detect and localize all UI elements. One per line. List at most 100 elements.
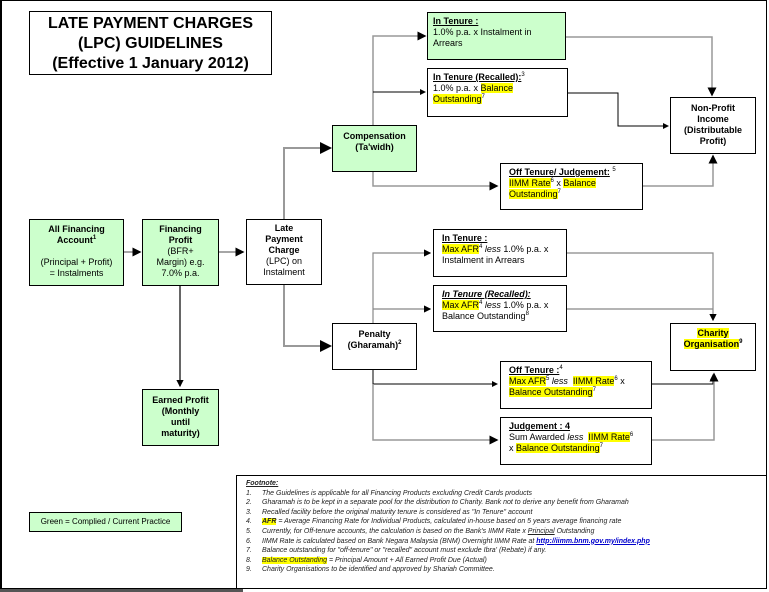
footnote-item: 8.Balance Outstanding = Principal Amount… [246,556,767,566]
footnote-item: 6. IIMM Rate is calculated based on Bank … [246,537,767,547]
iimm-link[interactable]: http://iimm.bnm.gov.my/index.php [536,537,650,545]
footnote-text: Currently, for Off-tenure accounts, the … [262,527,528,535]
node-heading: Judgement : 4 [509,421,571,431]
node-text: Compensation [343,131,406,141]
node-comp-off-tenure-judgement: Off Tenure/ Judgement: 5 IIMM Rate6 x Ba… [500,163,643,210]
node-text: Profit) [699,136,727,146]
footnote-number: 6. [246,537,252,545]
node-pen-in-tenure: In Tenure : Max AFR4 less 1.0% p.a. x In… [433,229,567,277]
node-compensation: Compensation (Ta'widh) [332,125,417,172]
node-text: Organisation [683,339,740,349]
footnote-ref: 1 [92,235,97,241]
title-line-2: (LPC) GUIDELINES [78,35,223,52]
node-heading: In Tenure (Recalled): [442,289,531,299]
footnote-item: 3. Recalled facility before the original … [246,508,767,518]
node-body: Sum Awarded [509,432,568,442]
footnote-item: 4. AFR = Average Financing Rate for Indiv… [246,517,767,527]
node-heading: In Tenure (Recalled): [433,72,522,82]
node-text: Income [697,114,729,124]
node-comp-in-tenure-recalled: In Tenure (Recalled):3 1.0% p.a. x Balan… [427,68,568,117]
node-late-payment-charge: Late Payment Charge (LPC) on Instalment [246,219,322,285]
node-text: (Ta'widh) [355,142,394,152]
node-body: less [567,432,584,442]
node-body: 1.0% p.a. x Balance Outstanding [442,300,549,321]
node-text: (Distributable [683,125,742,135]
title-line-1: LATE PAYMENT CHARGES [47,15,254,32]
node-title: Payment [265,234,303,244]
node-body: less [551,376,568,386]
node-text: Earned Profit [152,395,209,405]
footnote-text: Gharamah is to be kept in a separate poo… [262,499,629,507]
diagram-title: LATE PAYMENT CHARGES (LPC) GUIDELINES (E… [29,11,272,75]
node-pen-in-tenure-recalled: In Tenure (Recalled): Max AFR4 less 1.0%… [433,285,567,332]
footnote-item: 9.Charity Organisations to be identified… [246,565,767,575]
node-title: Late [274,223,294,233]
highlighted-term: AFR [262,518,277,526]
node-earned-profit: Earned Profit (Monthly until maturity) [142,389,219,446]
diagram-frame [0,0,767,465]
node-pen-judgement: Judgement : 4 Sum Awarded less IIMM Rate… [500,417,652,465]
footnote-box: Footnote: 1.The Guidelines is applicable… [236,475,767,589]
footnote-text: IIMM Rate is calculated based on Bank Ne… [262,537,537,545]
node-heading: Off Tenure : [509,365,560,375]
node-text: until [171,417,190,427]
footnote-ref: 7 [481,94,485,100]
node-body: (BFR+ [167,246,194,256]
footnote-text: = Principal Amount + All Earned Profit D… [327,556,487,564]
node-body: less [484,300,501,310]
footnote-ref: 7 [557,189,561,195]
node-body: (LPC) on [265,256,302,266]
node-text: maturity) [161,428,200,438]
footnote-text: = Average Financing Rate for Individual … [276,518,622,526]
highlighted-term: Balance Outstanding [262,556,327,564]
footnote-number: 1. [246,489,252,497]
node-heading: In Tenure : [442,233,488,243]
footnote-text: The Guidelines is applicable for all Fin… [262,489,533,497]
node-body: x [617,376,625,386]
node-charity-organisation: Charity Organisation9 [670,323,756,371]
node-body: x [509,443,517,453]
footnote-item: 7.Balance outstanding for "off-tenure" o… [246,546,767,556]
node-text: (Monthly [161,406,200,416]
title-line-3: (Effective 1 January 2012) [52,55,249,72]
footnote-ref: 6 [629,432,634,438]
footnote-text: Recalled facility before the original ma… [262,508,533,516]
footnote-ref: 2 [398,340,402,346]
footnote-number: 4. [246,518,252,526]
node-title: All Financing Account [48,224,105,245]
node-non-profit-income: Non-Profit Income (Distributable Profit) [670,97,756,154]
highlighted-term: Max AFR [442,244,480,254]
footnote-number: 3. [246,508,252,516]
node-body: Margin) e.g. [156,257,205,267]
highlighted-term: IIMM Rate [572,376,615,386]
footnote-number: 7. [246,547,252,555]
node-body: = Instalments [49,268,104,278]
node-title: Charge [268,245,300,255]
highlighted-term: Max AFR [442,300,480,310]
highlighted-term: Balance Outstanding [516,443,600,453]
node-body: less [484,244,501,254]
footnote-number: 2. [246,499,252,507]
highlighted-term: Max AFR [509,376,547,386]
footnote-item: 5. Currently, for Off-tenure accounts, th… [246,527,767,537]
node-penalty: Penalty (Gharamah)2 [332,323,417,370]
highlighted-term: IIMM Rate [588,432,630,442]
highlighted-term: IIMM Rate [509,178,551,188]
footnote-ref: 8 [525,311,529,317]
node-comp-in-tenure: In Tenure : 1.0% p.a. x Instalment in Ar… [427,12,566,60]
scrollbar[interactable] [0,589,243,592]
node-heading: Off Tenure/ Judgement: [509,167,610,177]
footnote-text: Charity Organisations to be identified a… [262,566,495,574]
node-body: Instalment [263,267,305,277]
node-text: Charity [697,328,729,338]
footnote-ref: 4 [559,365,563,371]
footnote-ref: 6 [614,376,618,382]
footnote-ref: 4 [479,244,483,250]
footnote-item: 2. Gharamah is to be kept in a separate p… [246,498,767,508]
node-text: Penalty [358,329,391,339]
footnote-number: 5. [246,527,252,535]
node-body: 1.0% p.a. x [433,83,481,93]
footnote-ref: 6 [550,178,554,184]
node-body: 1.0% p.a. x Instalment in Arrears [433,27,532,48]
node-pen-off-tenure: Off Tenure :4 Max AFR5 less IIMM Rate6 x… [500,361,652,409]
